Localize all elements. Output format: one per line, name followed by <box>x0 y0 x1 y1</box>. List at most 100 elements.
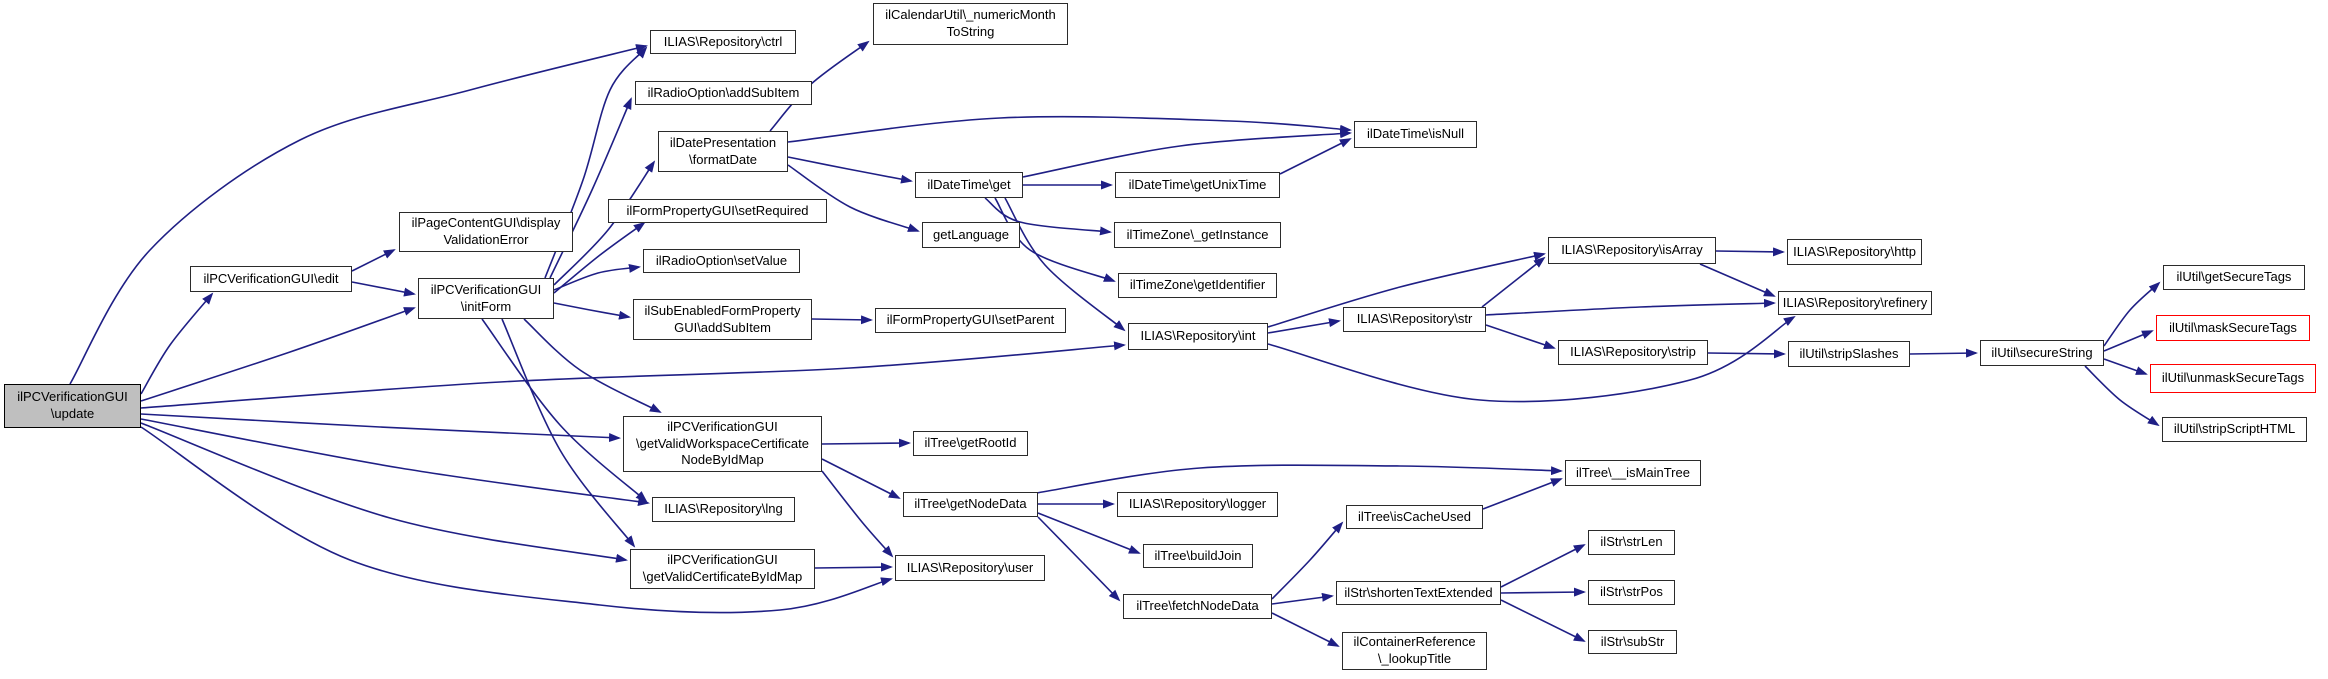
edge-date-time-get--int <box>1004 197 1126 332</box>
graph-node-lookup-title[interactable]: ilContainerReference \_lookupTitle <box>1342 632 1487 670</box>
edge-format-date--get-language <box>787 164 920 232</box>
edge-update--get-valid-workspace-certificate-node-by-id-map <box>140 413 621 443</box>
edge-init-form--set-value <box>553 263 641 291</box>
edge-get-valid-workspace-certificate-node-by-id-map--get-node-data <box>821 458 901 499</box>
graph-node-get-language[interactable]: getLanguage <box>922 222 1020 248</box>
edge-is-cache-used--is-main-tree <box>1482 478 1563 510</box>
edge-update--get-valid-certificate-by-id-map <box>140 422 628 563</box>
graph-node-ctrl[interactable]: ILIAS\Repository\ctrl <box>650 30 796 54</box>
graph-node-get-secure-tags[interactable]: ilUtil\getSecureTags <box>2163 265 2305 290</box>
graph-node-refinery[interactable]: ILIAS\Repository\refinery <box>1778 291 1932 315</box>
edge-secure-string--strip-script-html <box>2084 365 2160 427</box>
edge-secure-string--mask-secure-tags <box>2103 330 2154 352</box>
edge-fetch-node-data--lookup-title <box>1271 612 1340 647</box>
graph-node-radio-add-sub-item[interactable]: ilRadioOption\addSubItem <box>635 81 812 105</box>
graph-node-get-valid-certificate-by-id-map[interactable]: ilPCVerificationGUI \getValidCertificate… <box>630 549 815 589</box>
graph-node-http[interactable]: ILIAS\Repository\http <box>1787 239 1922 265</box>
graph-node-shorten-text-extended[interactable]: ilStr\shortenTextExtended <box>1336 581 1501 605</box>
graph-node-strip-slashes[interactable]: ilUtil\stripSlashes <box>1788 341 1910 367</box>
graph-node-display-validation-error[interactable]: ilPageContentGUI\display ValidationError <box>399 212 573 252</box>
graph-node-str[interactable]: ILIAS\Repository\str <box>1343 307 1486 332</box>
graph-node-get-root-id[interactable]: ilTree\getRootId <box>913 431 1028 456</box>
edge-is-array--refinery <box>1699 263 1776 297</box>
edge-get-node-data--fetch-node-data <box>1037 516 1121 602</box>
edge-init-form--set-required <box>553 221 646 294</box>
edge-shorten-text-extended--sub-str <box>1500 599 1586 642</box>
graph-node-sub-enabled-add-sub-item[interactable]: ilSubEnabledFormProperty GUI\addSubItem <box>633 299 812 340</box>
edge-format-date--date-time-get <box>787 156 913 184</box>
graph-node-get-unix-time[interactable]: ilDateTime\getUnixTime <box>1115 172 1280 198</box>
edge-str--refinery <box>1485 298 1776 316</box>
edge-update--user <box>140 426 893 614</box>
edge-get-valid-workspace-certificate-node-by-id-map--get-root-id <box>821 438 911 448</box>
edge-get-valid-workspace-certificate-node-by-id-map--user <box>821 470 894 558</box>
graph-node-fetch-node-data[interactable]: ilTree\fetchNodeData <box>1123 594 1272 619</box>
edge-init-form--sub-enabled-add-sub-item <box>553 302 631 320</box>
edge-update--edit <box>140 292 214 395</box>
edge-str--strip <box>1485 324 1556 350</box>
graph-node-is-array[interactable]: ILIAS\Repository\isArray <box>1548 237 1716 264</box>
edge-format-date--is-null <box>787 115 1352 143</box>
edge-update--lng <box>140 418 650 507</box>
graph-node-format-date[interactable]: ilDatePresentation \formatDate <box>658 131 788 172</box>
edge-init-form--format-date <box>553 160 656 286</box>
edge-str--is-array <box>1481 256 1546 308</box>
edge-date-time-get--tz-get-instance <box>984 197 1112 236</box>
graph-node-build-join[interactable]: ilTree\buildJoin <box>1143 544 1253 568</box>
graph-node-mask-secure-tags[interactable]: ilUtil\maskSecureTags <box>2156 315 2310 341</box>
graph-node-get-valid-workspace-certificate-node-by-id-map[interactable]: ilPCVerificationGUI \getValidWorkspaceCe… <box>623 416 822 472</box>
graph-node-secure-string[interactable]: ilUtil\secureString <box>1980 340 2104 366</box>
graph-node-user[interactable]: ILIAS\Repository\user <box>895 555 1045 581</box>
edge-update--init-form <box>140 307 416 402</box>
graph-node-str-len[interactable]: ilStr\strLen <box>1588 530 1675 555</box>
graph-node-is-cache-used[interactable]: ilTree\isCacheUsed <box>1346 505 1483 529</box>
edge-secure-string--get-secure-tags <box>2103 281 2161 347</box>
graph-node-set-value[interactable]: ilRadioOption\setValue <box>643 249 800 273</box>
edge-init-form--radio-add-sub-item <box>549 97 632 279</box>
graph-node-is-null[interactable]: ilDateTime\isNull <box>1354 121 1477 148</box>
edge-sub-enabled-add-sub-item--set-parent <box>811 315 873 325</box>
edge-get-node-data--build-join <box>1037 512 1141 554</box>
graph-node-str-pos[interactable]: ilStr\strPos <box>1588 580 1675 605</box>
edge-get-node-data--is-main-tree <box>1035 464 1563 494</box>
graph-node-date-time-get[interactable]: ilDateTime\get <box>915 172 1023 198</box>
graph-node-tz-get-identifier[interactable]: ilTimeZone\getIdentifier <box>1118 273 1277 298</box>
graph-node-init-form[interactable]: ilPCVerificationGUI \initForm <box>418 278 554 319</box>
edge-fetch-node-data--is-cache-used <box>1271 521 1344 600</box>
graph-node-edit[interactable]: ilPCVerificationGUI\edit <box>190 266 352 292</box>
edge-shorten-text-extended--str-pos <box>1500 587 1586 597</box>
graph-node-unmask-secure-tags[interactable]: ilUtil\unmaskSecureTags <box>2150 364 2316 393</box>
edge-strip-slashes--secure-string <box>1909 348 1978 358</box>
graph-node-set-required[interactable]: ilFormPropertyGUI\setRequired <box>608 199 827 223</box>
graph-node-int[interactable]: ILIAS\Repository\int <box>1128 323 1268 350</box>
edge-fetch-node-data--shorten-text-extended <box>1271 592 1334 605</box>
graph-node-sub-str[interactable]: ilStr\subStr <box>1588 630 1677 654</box>
graph-node-tz-get-instance[interactable]: ilTimeZone\_getInstance <box>1114 222 1281 248</box>
edge-strip--strip-slashes <box>1707 349 1786 359</box>
edge-int--str <box>1267 318 1341 334</box>
edge-int--is-array <box>1267 251 1546 328</box>
graph-node-lng[interactable]: ILIAS\Repository\lng <box>652 497 795 522</box>
graph-node-logger[interactable]: ILIAS\Repository\logger <box>1117 492 1278 517</box>
graph-node-strip[interactable]: ILIAS\Repository\strip <box>1558 340 1708 365</box>
graph-node-update: ilPCVerificationGUI \update <box>4 384 141 428</box>
edge-edit--display-validation-error <box>351 249 396 272</box>
edge-update--ctrl <box>69 44 648 385</box>
edge-get-valid-certificate-by-id-map--user <box>814 562 893 572</box>
edge-shorten-text-extended--str-len <box>1500 544 1586 588</box>
graph-node-strip-script-html[interactable]: ilUtil\stripScriptHTML <box>2162 417 2307 442</box>
edge-init-form--get-valid-workspace-certificate-node-by-id-map <box>523 318 662 413</box>
edge-secure-string--unmask-secure-tags <box>2103 358 2148 375</box>
edge-date-time-get--is-null <box>1022 129 1352 178</box>
edge-date-time-get--tz-get-identifier <box>994 197 1116 282</box>
graph-node-set-parent[interactable]: ilFormPropertyGUI\setParent <box>875 308 1066 333</box>
graph-node-get-node-data[interactable]: ilTree\getNodeData <box>903 492 1038 517</box>
graph-node-numeric-month-to-string[interactable]: ilCalendarUtil\_numericMonth ToString <box>873 3 1068 45</box>
edge-edit--init-form <box>351 281 416 297</box>
graph-node-is-main-tree[interactable]: ilTree\__isMainTree <box>1565 460 1701 486</box>
edge-get-unix-time--is-null <box>1279 138 1352 175</box>
edge-init-form--lng <box>481 318 648 503</box>
edge-update--int <box>140 341 1126 409</box>
